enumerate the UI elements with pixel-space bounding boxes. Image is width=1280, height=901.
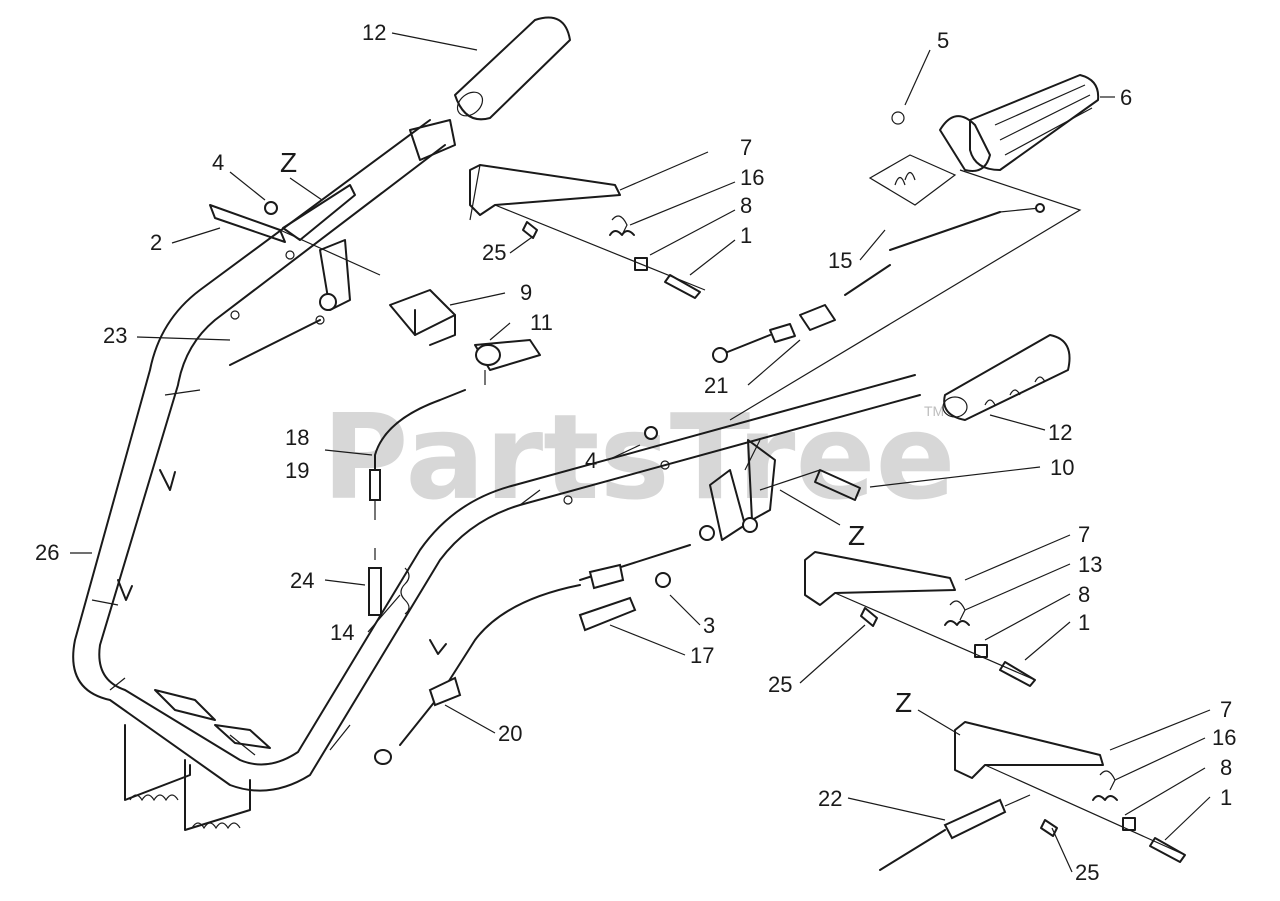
leader-lines <box>70 32 1211 873</box>
callout-7-upper: 7 <box>740 135 752 160</box>
callout-21: 21 <box>704 373 728 398</box>
callout-25-lower: 25 <box>1075 860 1099 885</box>
callout-14: 14 <box>330 620 354 645</box>
callout-6: 6 <box>1120 85 1132 110</box>
cable-22 <box>879 794 1031 871</box>
callout-1-middle: 1 <box>1078 610 1090 635</box>
twist-grip-assembly <box>712 74 1100 421</box>
callout-3: 3 <box>703 613 715 638</box>
callout-12-upper: 12 <box>362 20 386 45</box>
callout-23: 23 <box>103 323 127 348</box>
tine-plates <box>124 724 251 831</box>
callout-20: 20 <box>498 721 522 746</box>
callout-7-middle: 7 <box>1078 522 1090 547</box>
callout-8-middle: 8 <box>1078 582 1090 607</box>
lever-middle <box>804 551 1036 687</box>
callout-13: 13 <box>1078 552 1102 577</box>
callout-26: 26 <box>35 540 59 565</box>
callout-17: 17 <box>690 643 714 668</box>
control-switch <box>389 289 541 385</box>
bracket-upper-left <box>209 184 381 311</box>
callout-z-upper: Z <box>280 147 297 178</box>
callout-11: 11 <box>530 310 553 335</box>
callout-16-lower: 16 <box>1212 725 1236 750</box>
callout-8-upper: 8 <box>740 193 752 218</box>
callout-7-lower: 7 <box>1220 697 1232 722</box>
cable-23 <box>229 315 325 366</box>
callout-1-upper: 1 <box>740 223 752 248</box>
callout-15: 15 <box>828 248 852 273</box>
callout-19: 19 <box>285 458 309 483</box>
watermark-trademark: TM <box>924 403 944 419</box>
adjuster-24-spring-14 <box>368 548 410 616</box>
cable-17-20 <box>374 544 691 765</box>
callout-labels: 12 5 6 Z 4 7 16 8 1 2 25 15 9 11 23 21 1… <box>35 20 1236 885</box>
callout-8-lower: 8 <box>1220 755 1232 780</box>
grip-upper-left <box>409 16 571 161</box>
callout-2: 2 <box>150 230 162 255</box>
grip-lower-right <box>942 334 1071 421</box>
callout-12-lower: 12 <box>1048 420 1072 445</box>
callout-24: 24 <box>290 568 314 593</box>
callout-4-upper: 4 <box>212 150 224 175</box>
callout-16-upper: 16 <box>740 165 764 190</box>
cable-18-19 <box>369 389 466 520</box>
callout-4-center: 4 <box>585 448 597 473</box>
callout-10: 10 <box>1050 455 1074 480</box>
callout-5: 5 <box>937 28 949 53</box>
handlebar-frame <box>72 119 921 792</box>
lever-upper <box>469 164 706 299</box>
watermark-text: PartsTree <box>322 388 956 526</box>
callout-22: 22 <box>818 786 842 811</box>
callout-9: 9 <box>520 280 532 305</box>
callout-25-upper: 25 <box>482 240 506 265</box>
callout-25-middle: 25 <box>768 672 792 697</box>
callout-18: 18 <box>285 425 309 450</box>
callout-z-center: Z <box>848 520 865 551</box>
bracket-center <box>644 426 861 541</box>
callout-1-lower: 1 <box>1220 785 1232 810</box>
callout-z-lower: Z <box>895 687 912 718</box>
lever-lower <box>954 721 1186 863</box>
